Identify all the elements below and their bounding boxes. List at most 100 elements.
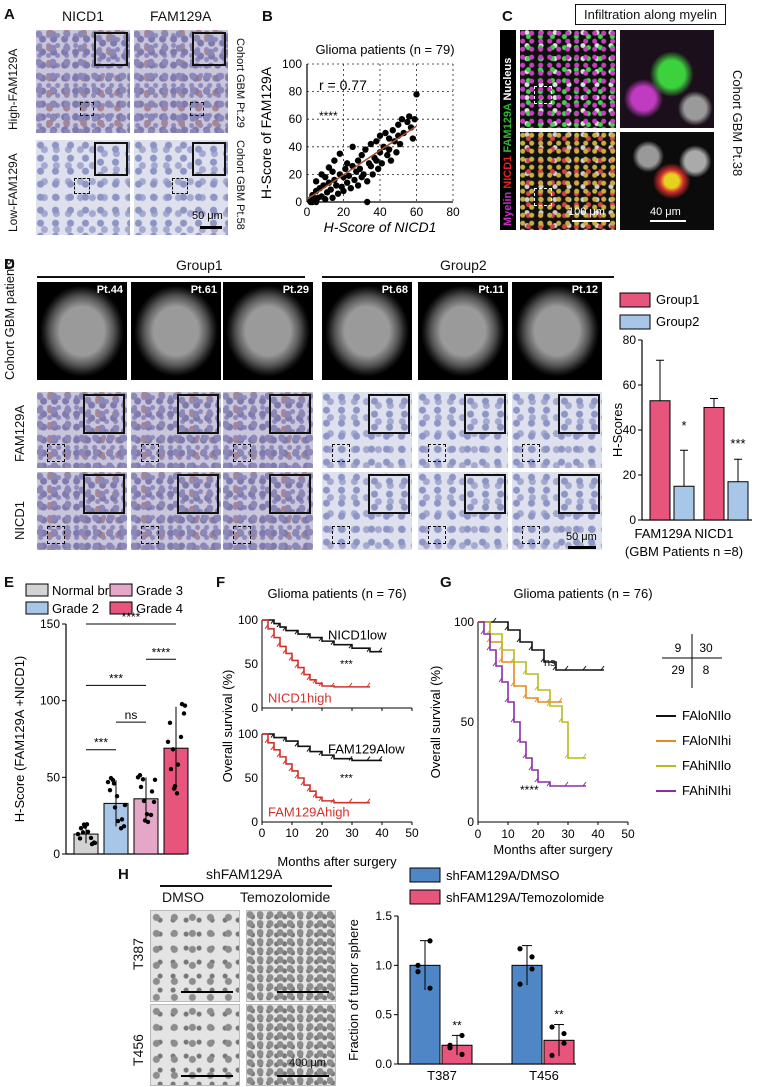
panel-h-scalebar1 xyxy=(181,991,233,993)
x-category-label: T456 xyxy=(529,1068,559,1083)
legend-label: Grade 2 xyxy=(52,601,99,616)
significance-label: *** xyxy=(109,671,123,685)
y-tick-label: 100 xyxy=(238,727,258,741)
chart-f-ylabel: Overall survival (%) xyxy=(220,670,235,783)
censor-tick xyxy=(522,753,527,759)
mri-scan-4: Pt.68 xyxy=(322,282,412,380)
bar-group1-fam129a xyxy=(649,400,671,521)
censor-tick xyxy=(318,796,323,802)
panel-h-row1: T387 xyxy=(130,938,146,970)
data-point xyxy=(175,762,181,767)
scatter-point xyxy=(385,146,393,153)
panel-a-letter: A xyxy=(4,6,15,23)
panel-f-letter: F xyxy=(216,574,226,591)
x-tick-label: 50 xyxy=(405,826,419,840)
survival-curve-fahinihi xyxy=(478,621,586,787)
data-point xyxy=(140,777,146,782)
channel-myelin: Myelin xyxy=(502,191,514,226)
data-point xyxy=(168,766,174,772)
censor-tick xyxy=(288,766,293,772)
censor-tick xyxy=(294,629,299,635)
censor-tick xyxy=(498,657,503,663)
scatter-point xyxy=(387,157,395,164)
legend-swatch xyxy=(109,601,133,615)
censor-tick xyxy=(282,736,287,742)
censor-tick xyxy=(510,657,515,663)
chart-f-sig: *** xyxy=(340,773,354,785)
data-point xyxy=(121,824,127,829)
panel-a-image-3 xyxy=(36,140,130,235)
censor-tick xyxy=(540,657,545,663)
scatter-point xyxy=(351,176,358,184)
data-point xyxy=(110,777,116,783)
mri-patient-label: Pt.29 xyxy=(282,284,309,296)
data-point xyxy=(517,981,523,987)
censor-tick xyxy=(516,737,521,743)
panel-h-scalebar2 xyxy=(277,991,329,993)
x-tick-label: 80 xyxy=(446,205,460,219)
data-point xyxy=(182,703,188,708)
panel-c-image-3: 100 μm xyxy=(520,132,616,230)
data-point xyxy=(88,835,94,841)
scatter-point xyxy=(342,165,349,173)
y-tick-label: 80 xyxy=(289,85,303,99)
scatter-point xyxy=(354,157,362,164)
censor-tick xyxy=(582,753,587,759)
censor-tick xyxy=(318,636,323,642)
scatter-point xyxy=(327,186,334,193)
scatter-point xyxy=(325,164,333,171)
survival-curve-fahinilo xyxy=(478,621,586,759)
panel-a-col1: NICD1 xyxy=(62,8,105,24)
data-point xyxy=(141,798,147,804)
censor-tick xyxy=(282,649,287,654)
significance-label: ** xyxy=(452,1018,462,1032)
scatter-point xyxy=(345,172,353,179)
x-tick-label: 20 xyxy=(315,826,329,840)
y-tick-label: 0 xyxy=(251,701,258,715)
panel-d-group1-line xyxy=(37,276,305,278)
data-point xyxy=(149,789,155,794)
legend-label: FAloNIhi xyxy=(682,733,731,748)
censor-tick xyxy=(330,682,335,688)
panel-a-image-2 xyxy=(134,30,228,133)
scatter-point xyxy=(376,132,384,139)
censor-tick xyxy=(270,633,275,638)
data-point xyxy=(171,786,177,791)
scatter-point xyxy=(356,165,364,173)
x-tick-label: 50 xyxy=(621,827,635,841)
chart-g-ylabel: Overall survival (%) xyxy=(428,666,443,779)
y-tick-label: 50 xyxy=(47,770,61,784)
panel-c-letter: C xyxy=(502,8,513,25)
table-count: 8 xyxy=(703,663,710,677)
data-point xyxy=(427,985,433,991)
censor-tick xyxy=(282,759,287,765)
y-tick-label: 100 xyxy=(238,613,258,627)
panel-h-scalebar3 xyxy=(181,1075,233,1077)
scatter-point xyxy=(333,182,340,189)
censor-tick xyxy=(306,786,311,792)
scatter-point xyxy=(362,146,369,153)
censor-tick xyxy=(306,747,311,752)
mri-scan-3: Pt.29 xyxy=(223,282,313,380)
data-point xyxy=(144,811,150,817)
legend-swatch xyxy=(409,889,441,905)
data-point xyxy=(112,805,118,810)
legend-swatch xyxy=(109,583,133,597)
scatter-point xyxy=(413,91,420,98)
scatter-point xyxy=(385,135,393,142)
data-point xyxy=(85,829,91,835)
censor-tick xyxy=(348,643,353,649)
bar-group2-fam129a xyxy=(673,485,695,521)
table-count: 9 xyxy=(675,641,682,655)
censor-tick xyxy=(600,665,605,671)
censor-tick xyxy=(504,697,509,703)
censor-tick xyxy=(486,645,491,651)
censor-tick xyxy=(564,753,569,759)
censor-tick xyxy=(264,624,269,630)
panel-h-row2: T456 xyxy=(130,1034,146,1066)
censor-tick xyxy=(294,773,299,779)
y-tick-label: 1.0 xyxy=(375,958,392,972)
scatter-point xyxy=(374,165,382,173)
